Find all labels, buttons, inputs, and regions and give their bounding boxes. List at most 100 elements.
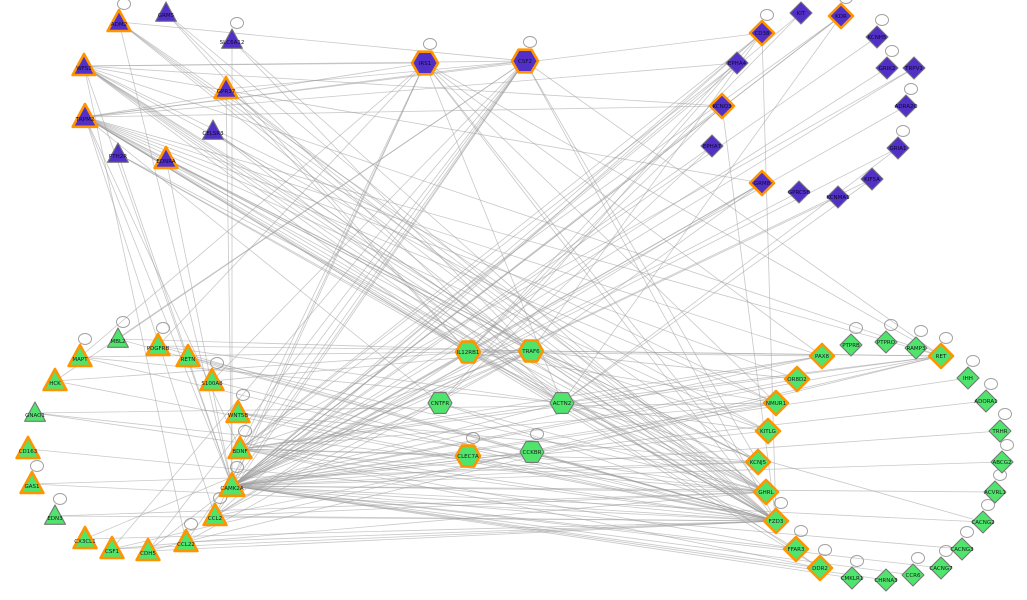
diamond-shape-NMUR1[interactable] [762, 389, 790, 417]
diamond-shape-PTPRO[interactable] [874, 330, 898, 354]
node-GNAO1[interactable]: GNAO1 [24, 401, 47, 422]
triangle-shape-WNT5B[interactable] [225, 399, 251, 424]
diamond-shape-GPRC5B[interactable] [787, 180, 811, 204]
node-DDR2[interactable]: DDR2 [806, 554, 834, 582]
node-CCR6[interactable]: CCR6 [901, 563, 925, 587]
diamond-shape-KCNJ5[interactable] [744, 448, 772, 476]
node-CCKBR[interactable]: CCKBR [519, 441, 545, 463]
node-IL12RB1[interactable]: IL12RB1 [454, 340, 482, 364]
triangle-shape-S100A8[interactable] [199, 367, 225, 392]
triangle-shape-PDGFRB[interactable] [145, 332, 171, 357]
diamond-shape-KIF5A[interactable] [860, 167, 884, 191]
diamond-shape-IHH[interactable] [956, 366, 980, 390]
diamond-shape-CACNG2[interactable] [971, 510, 995, 534]
hexagon-shape-CLEC7A[interactable] [454, 444, 482, 468]
hexagon-shape-IRS1[interactable] [410, 50, 440, 76]
triangle-shape-ADM2[interactable] [106, 8, 132, 33]
triangle-shape-CCL2[interactable] [202, 502, 228, 527]
diamond-shape-EPHA7[interactable] [700, 134, 724, 158]
triangle-shape-CX3CL1[interactable] [72, 525, 98, 550]
triangle-shape-PTH2R[interactable] [106, 142, 129, 163]
node-GRIA1[interactable]: GRIA1 [886, 136, 910, 160]
diamond-shape-PTPRB[interactable] [839, 333, 863, 357]
diamond-shape-ADORA1[interactable] [974, 389, 998, 413]
diamond-shape-RET[interactable] [927, 342, 955, 370]
diamond-shape-KCNQ3[interactable] [708, 92, 736, 120]
node-EDN3[interactable]: EDN3 [43, 504, 67, 525]
node-KCNJ5[interactable]: KCNJ5 [744, 448, 772, 476]
node-CELSR3[interactable]: CELSR3 [202, 119, 224, 140]
triangle-shape-CD163[interactable] [15, 435, 41, 460]
node-KDR[interactable]: KDR [827, 2, 855, 30]
diamond-shape-KCNMA1[interactable] [826, 185, 850, 209]
diamond-shape-GRIA1[interactable] [886, 136, 910, 160]
triangle-shape-CELSR3[interactable] [202, 119, 224, 140]
triangle-shape-TRPM2[interactable] [71, 102, 99, 129]
node-CACNG2[interactable]: CACNG2 [971, 510, 995, 534]
hexagon-shape-ACTN2[interactable] [549, 392, 575, 414]
triangle-shape-WFS1[interactable] [71, 52, 97, 77]
diamond-shape-CHRNA3[interactable] [874, 568, 898, 592]
node-CLEC7A[interactable]: CLEC7A [454, 444, 482, 468]
hexagon-shape-IL12RB1[interactable] [454, 340, 482, 364]
node-CD38[interactable]: CD38 [748, 19, 776, 47]
triangle-shape-GNAO1[interactable] [24, 401, 47, 422]
diamond-shape-KDR[interactable] [827, 2, 855, 30]
node-GPRC5B[interactable]: GPRC5B [787, 180, 811, 204]
triangle-shape-GPR37[interactable] [213, 75, 239, 100]
node-CCL22[interactable]: CCL22 [173, 528, 199, 553]
node-GAS1[interactable]: GAS1 [19, 470, 45, 495]
diamond-shape-OR8D2[interactable] [783, 365, 811, 393]
triangle-shape-CCL22[interactable] [173, 528, 199, 553]
diamond-shape-FFAR3[interactable] [782, 535, 810, 563]
node-ABCG2[interactable]: ABCG2 [990, 450, 1014, 474]
node-CMKLR1[interactable]: CMKLR1 [840, 566, 864, 590]
node-WNT5B[interactable]: WNT5B [225, 399, 251, 424]
diamond-shape-CACNG7[interactable] [929, 556, 953, 580]
node-RET[interactable]: RET [927, 342, 955, 370]
diamond-shape-GHRL[interactable] [752, 478, 780, 506]
node-IHH[interactable]: IHH [956, 366, 980, 390]
node-ACTN2[interactable]: ACTN2 [549, 392, 575, 414]
diamond-shape-ACVRL1[interactable] [983, 480, 1007, 504]
diamond-shape-TRPV1[interactable] [902, 56, 926, 80]
triangle-shape-GRM5[interactable] [155, 1, 177, 22]
node-PTH2R[interactable]: PTH2R [106, 142, 129, 163]
triangle-shape-CSF1[interactable] [99, 535, 125, 560]
diamond-shape-CCR6[interactable] [901, 563, 925, 587]
node-KCNH5[interactable]: KCNH5 [865, 25, 889, 49]
node-CNTFR[interactable]: CNTFR [427, 392, 453, 414]
triangle-shape-BDNF[interactable] [227, 435, 253, 460]
diamond-shape-CACNG3[interactable] [950, 537, 974, 561]
node-KIF5A[interactable]: KIF5A [860, 167, 884, 191]
triangle-shape-CAMK2A[interactable] [218, 471, 246, 498]
hexagon-shape-TRAF6[interactable] [517, 339, 545, 363]
node-TRAF6[interactable]: TRAF6 [517, 339, 545, 363]
diamond-shape-EPHA4[interactable] [725, 51, 749, 75]
node-PTPRO[interactable]: PTPRO [874, 330, 898, 354]
diamond-shape-RAMP3[interactable] [904, 336, 928, 360]
node-CACNG7[interactable]: CACNG7 [929, 556, 953, 580]
diamond-shape-KCNH5[interactable] [865, 25, 889, 49]
node-ADORA1[interactable]: ADORA1 [974, 389, 998, 413]
hexagon-shape-CSF2[interactable] [510, 48, 540, 74]
node-CX3CL1[interactable]: CX3CL1 [72, 525, 98, 550]
node-TRPV1[interactable]: TRPV1 [902, 56, 926, 80]
diamond-shape-CD38[interactable] [748, 19, 776, 47]
diamond-shape-GRIK2[interactable] [875, 56, 899, 80]
hexagon-shape-CCKBR[interactable] [519, 441, 545, 463]
diamond-shape-PAX8[interactable] [808, 342, 836, 370]
node-IRS1[interactable]: IRS1 [410, 50, 440, 76]
triangle-shape-GAS1[interactable] [19, 470, 45, 495]
triangle-shape-MBL2[interactable] [106, 327, 129, 348]
node-GRIK2[interactable]: GRIK2 [875, 56, 899, 80]
diamond-shape-ADRA2C[interactable] [894, 94, 918, 118]
node-CD163[interactable]: CD163 [15, 435, 41, 460]
node-ADRA2C[interactable]: ADRA2C [894, 94, 918, 118]
diamond-shape-GRM8[interactable] [748, 169, 776, 197]
node-CSF2[interactable]: CSF2 [510, 48, 540, 74]
node-CACNG3[interactable]: CACNG3 [950, 537, 974, 561]
triangle-shape-RETN[interactable] [175, 343, 201, 368]
